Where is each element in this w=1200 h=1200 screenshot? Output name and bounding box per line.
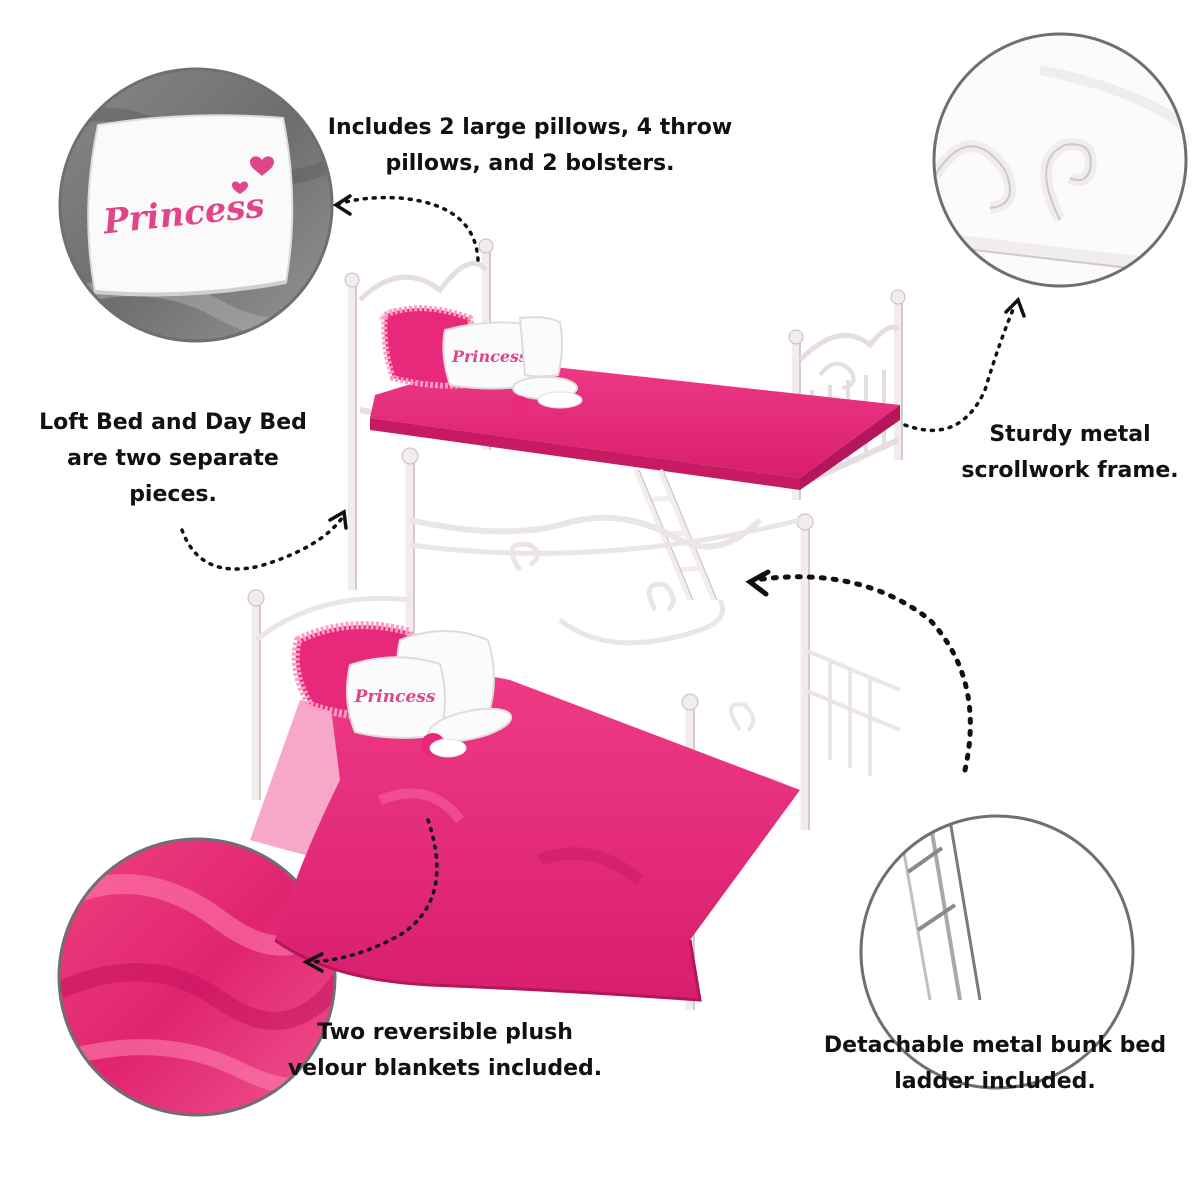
ladder-closeup-circle	[859, 814, 1135, 1090]
caption-pillows: Includes 2 large pillows, 4 throw pillow…	[300, 110, 760, 182]
caption-pillows-line2: pillows, and 2 bolsters.	[385, 151, 675, 176]
dotted-arrow	[903, 303, 1017, 433]
caption-separate-line2: are two separate	[67, 446, 279, 471]
caption-frame-line2: scrollwork frame.	[961, 458, 1179, 483]
caption-separate: Loft Bed and Day Bed are two separate pi…	[18, 405, 328, 513]
caption-blankets-line2: velour blankets included.	[287, 1056, 603, 1081]
caption-ladder-line1: Detachable metal bunk bed	[823, 1033, 1167, 1058]
daybed-pillow-label: Princess	[354, 687, 436, 707]
blanket-closeup-circle	[57, 837, 337, 1117]
arrow-head-icon	[332, 194, 352, 216]
caption-frame-line1: Sturdy metal	[989, 422, 1151, 447]
dotted-arrow	[180, 516, 344, 571]
caption-blankets-line1: Two reversible plush	[317, 1020, 573, 1045]
dotted-arrow	[752, 574, 973, 773]
pillow-closeup-circle	[58, 67, 334, 343]
caption-ladder-line2: ladder included.	[894, 1069, 1096, 1094]
arrow-head-icon	[1004, 296, 1026, 318]
caption-separate-line3: pieces.	[129, 482, 217, 507]
scrollwork-closeup-circle	[932, 32, 1188, 288]
dotted-arrow	[336, 195, 480, 262]
arrow-head-icon	[745, 569, 771, 597]
arrow-head-icon	[328, 509, 348, 530]
caption-frame: Sturdy metal scrollwork frame.	[950, 417, 1190, 489]
loft-pillow-label: Princess	[451, 347, 528, 366]
caption-separate-line1: Loft Bed and Day Bed	[39, 410, 307, 435]
day-bed: Princess	[247, 447, 901, 1010]
caption-pillows-line1: Includes 2 large pillows, 4 throw	[327, 115, 733, 140]
caption-ladder: Detachable metal bunk bed ladder include…	[800, 1028, 1190, 1100]
caption-blankets: Two reversible plush velour blankets inc…	[275, 1015, 615, 1087]
arrow-head-icon	[302, 952, 324, 973]
dotted-arrow	[308, 818, 439, 964]
heart-icon	[250, 156, 274, 176]
heart-icon	[232, 181, 248, 194]
loft-bed: Princess	[344, 238, 906, 601]
